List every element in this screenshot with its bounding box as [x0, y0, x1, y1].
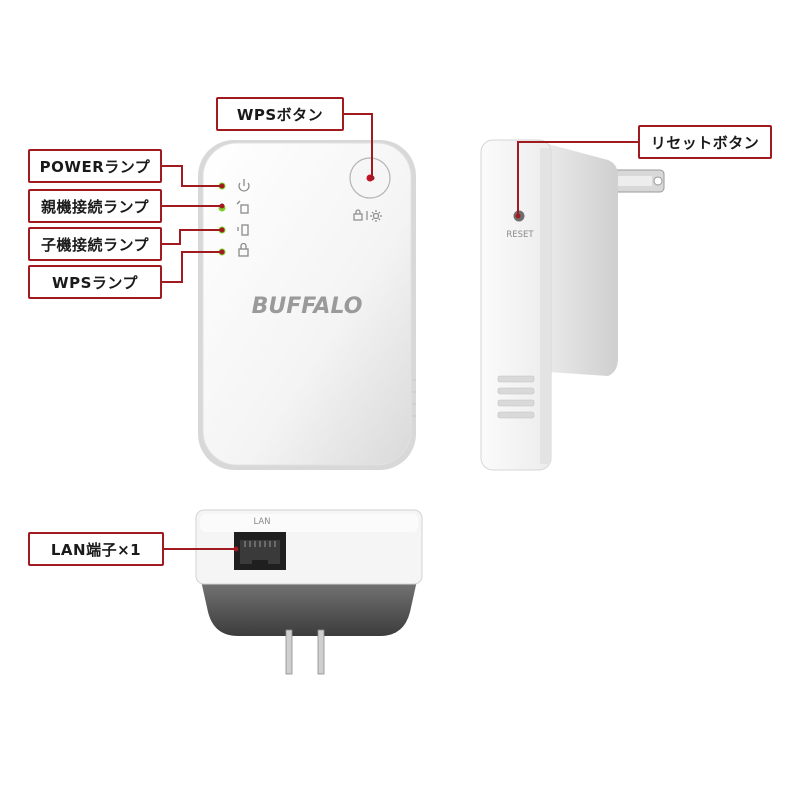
wps-lamp-callout: WPSランプ — [28, 265, 162, 299]
brand-logo: BUFFALO — [252, 294, 363, 319]
parent-connection-icon — [236, 200, 249, 214]
wps-lock-icon — [238, 242, 249, 257]
power-icon — [238, 179, 250, 192]
side-view: RESET — [480, 139, 665, 471]
wps-button-symbols-icon — [353, 209, 382, 222]
parent-lamp-callout: 親機接続ランプ — [28, 189, 162, 223]
lan-label: LAN — [253, 517, 270, 527]
front-view: BUFFALO — [198, 140, 416, 470]
reset-label: RESET — [506, 230, 534, 240]
wps-button-callout: WPSボタン — [216, 97, 344, 131]
reset-button-callout: リセットボタン — [638, 125, 772, 159]
lan-port-callout: LAN端子×1 — [28, 532, 164, 566]
child-lamp-callout: 子機接続ランプ — [28, 227, 162, 261]
bottom-view: LAN — [195, 509, 423, 675]
callout-dots — [219, 175, 521, 552]
side-vents — [497, 375, 535, 419]
callout-lines — [162, 113, 638, 550]
power-lamp-callout: POWERランプ — [28, 149, 162, 183]
child-connection-icon — [237, 224, 249, 236]
